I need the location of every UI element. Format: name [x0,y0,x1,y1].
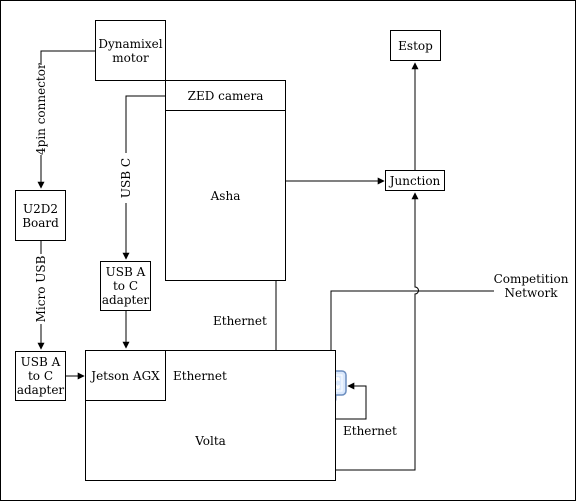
competition-network-label: Competition Network [493,272,569,300]
micro-usb-label: Micro USB [34,254,48,324]
edge-dynamixel-to-u2d2 [37,50,96,189]
jetson-agx-node: Jetson AGX [85,350,166,401]
usb-adapter-top-label: USB A to C adapter [101,265,150,307]
estop-node: Estop [390,30,441,61]
ethernet-volta-label: Ethernet [343,424,397,438]
zed-camera-label: ZED camera [187,88,264,103]
dynamixel-motor-label: Dynamixel motor [98,36,163,65]
u2d2-board-label: U2D2 Board [22,201,59,230]
junction-label: Junction [389,173,441,188]
estop-label: Estop [398,38,433,53]
jetson-agx-label: Jetson AGX [91,368,160,383]
ethernet-jetson-label: Ethernet [173,369,227,383]
zed-camera-node: ZED camera [165,80,286,111]
dynamixel-motor-node: Dynamixel motor [95,20,166,81]
asha-label: Asha [210,188,241,203]
edge-network-to-switch [327,290,494,369]
usb-adapter-top-node: USB A to C adapter [100,261,151,311]
usb-adapter-left-node: USB A to C adapter [15,351,66,401]
four-pin-connector-label: 4pin connector [34,63,48,155]
junction-node: Junction [385,170,445,191]
ethernet-asha-label: Ethernet [213,314,267,328]
asha-node: Asha [165,80,286,281]
edge-zed-to-adapter [122,95,166,260]
usb-adapter-left-label: USB A to C adapter [16,355,65,397]
volta-label: Volta [195,433,226,448]
usb-c-label: USB C [119,153,133,203]
u2d2-board-node: U2D2 Board [15,190,66,241]
edge-volta-to-switch [336,382,367,420]
